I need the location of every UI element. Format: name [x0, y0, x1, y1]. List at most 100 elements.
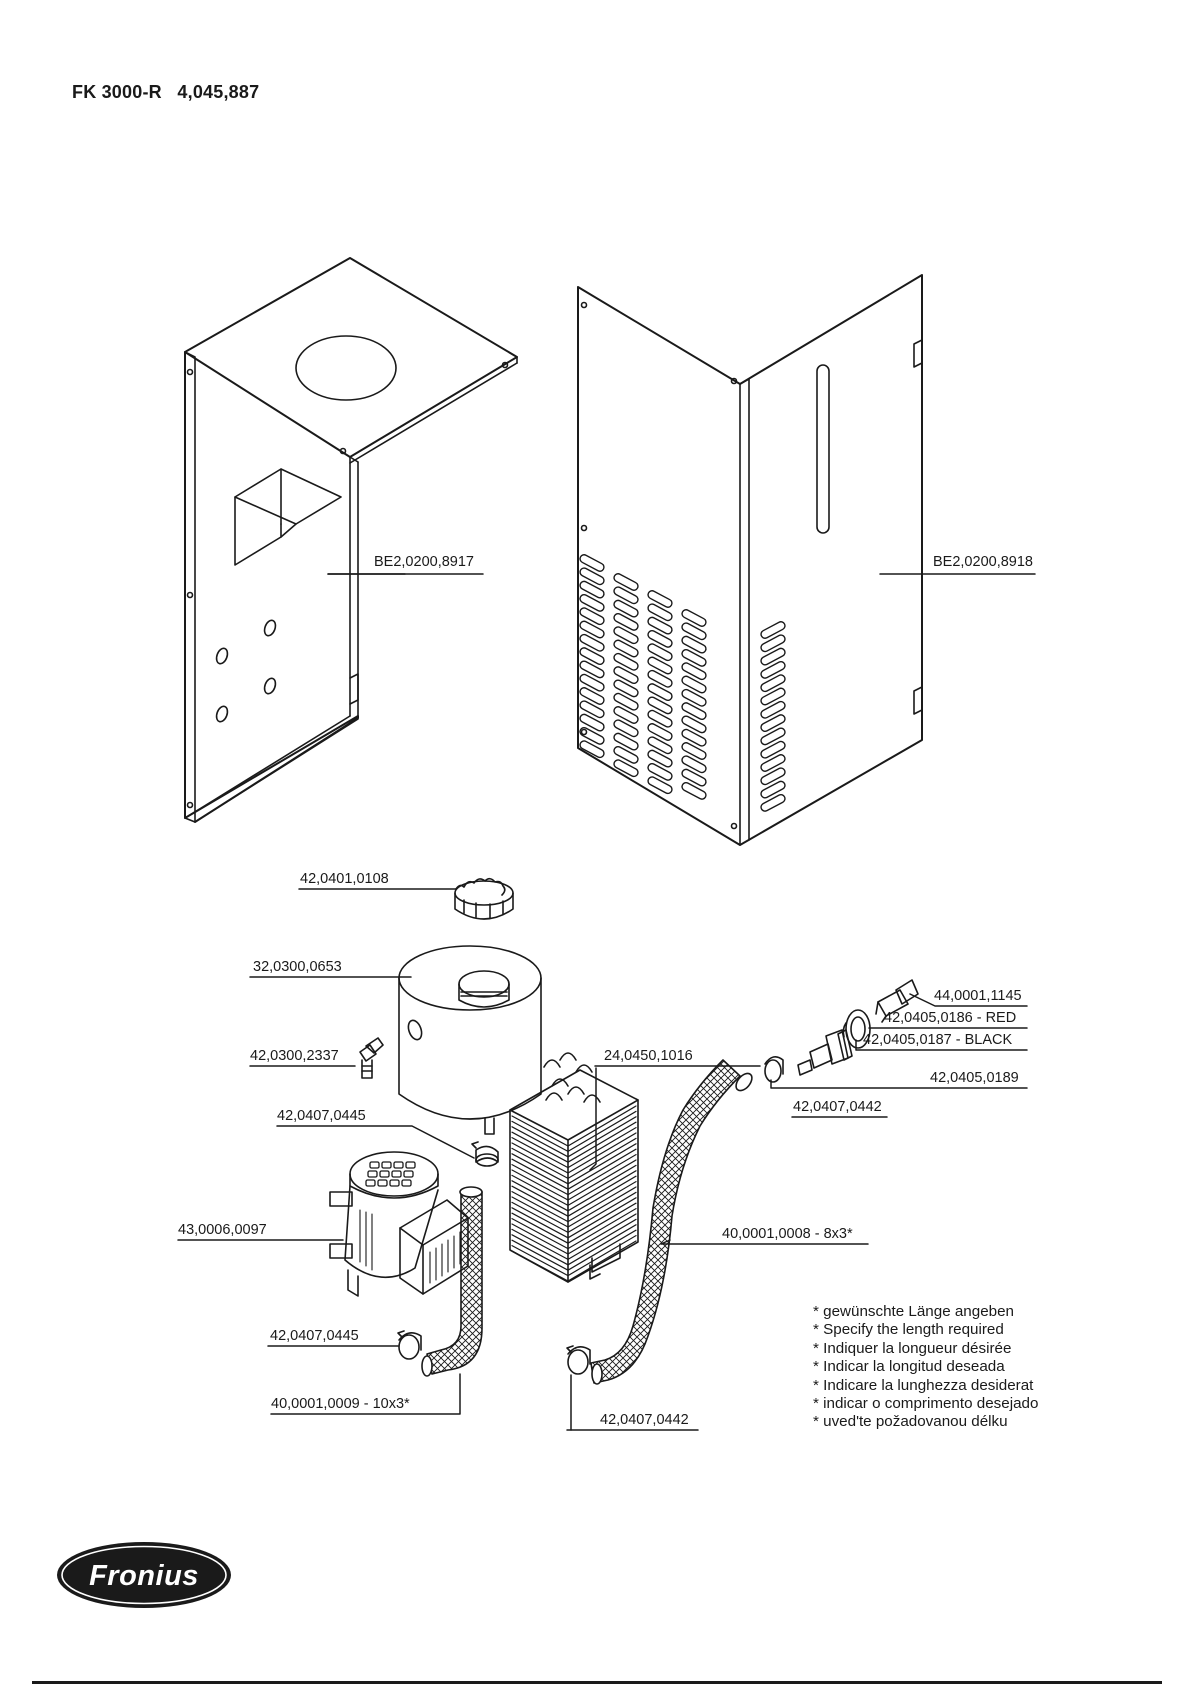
- label-housing-right: BE2,0200,8918: [933, 554, 1033, 570]
- vent-slot: [579, 567, 605, 586]
- vent-slot: [613, 706, 639, 724]
- vent-slot: [579, 660, 605, 679]
- vent-slot: [647, 669, 673, 688]
- hose-clamp-bottom: [566, 1345, 591, 1375]
- vent-slot: [760, 674, 786, 693]
- vent-slot: [579, 673, 605, 692]
- radiator-fin: [511, 1213, 637, 1255]
- radiator-fin: [511, 1126, 637, 1169]
- vent-slot: [647, 603, 673, 622]
- vent-slot: [760, 767, 786, 786]
- radiator-fin: [511, 1218, 637, 1261]
- logo-wordmark: Fronius: [89, 1560, 199, 1592]
- radiator-fin: [511, 1191, 637, 1234]
- vent-slot: [681, 609, 707, 627]
- threaded-nipple: [875, 979, 919, 1023]
- hose-clamp-right: [764, 1056, 784, 1083]
- radiator-fin: [511, 1143, 637, 1185]
- coolant-tank: [398, 945, 542, 1135]
- vent-slot: [613, 666, 639, 685]
- vent-slot: [760, 660, 786, 679]
- vent-slot: [760, 687, 786, 706]
- label-hose-left: 40,0001,0009 - 10x3*: [271, 1396, 410, 1412]
- label-hose-right: 40,0001,0008 - 8x3*: [722, 1226, 853, 1242]
- hose-left: [421, 1186, 483, 1377]
- label-clamp-tank: 42,0407,0445: [277, 1108, 366, 1124]
- vent-slot: [647, 723, 673, 741]
- radiator-fin: [511, 1137, 637, 1180]
- footnote-line: * uved'te požadovanou délku: [813, 1413, 1008, 1431]
- grille-hole: [367, 1170, 378, 1178]
- label-pump: 43,0006,0097: [178, 1222, 267, 1238]
- grille-hole: [401, 1179, 412, 1187]
- vent-slot: [613, 573, 639, 591]
- vent-slot: [647, 616, 673, 635]
- vent-slot: [760, 634, 786, 653]
- vent-slot: [579, 700, 605, 719]
- vent-slot: [613, 599, 639, 618]
- grille-hole: [391, 1170, 402, 1178]
- vent-slot: [579, 726, 605, 745]
- grille-hole: [405, 1161, 416, 1169]
- radiator-fin: [511, 1105, 637, 1147]
- vent-slot: [647, 683, 673, 702]
- label-clamp-right: 42,0407,0442: [793, 1099, 882, 1115]
- label-filler-cap: 42,0401,0108: [300, 871, 389, 887]
- label-clamp-bottom: 42,0407,0442: [600, 1412, 689, 1428]
- vent-slot: [681, 635, 707, 654]
- grille-hole: [379, 1170, 390, 1178]
- vent-slot: [681, 715, 707, 734]
- vent-slot: [613, 759, 639, 778]
- vent-slot: [579, 554, 605, 572]
- label-tank: 32,0300,0653: [253, 959, 342, 975]
- grille-hole: [393, 1161, 404, 1169]
- radiator-fin: [511, 1180, 637, 1223]
- fronius-logo: Fronius: [57, 1542, 231, 1608]
- vent-slot: [760, 714, 786, 733]
- vent-slot: [760, 780, 786, 799]
- radiator-fin: [511, 1224, 637, 1266]
- vent-slot: [579, 607, 605, 626]
- vent-slot: [647, 709, 673, 728]
- vent-slot: [681, 648, 707, 667]
- vent-slot: [760, 727, 786, 746]
- grille-hole: [377, 1179, 388, 1187]
- label-housing-left: BE2,0200,8917: [374, 554, 474, 570]
- vent-slot: [760, 793, 786, 812]
- radiator-fin: [511, 1116, 637, 1158]
- radiator-fin: [511, 1170, 637, 1212]
- radiator-fin: [511, 1121, 637, 1163]
- vent-slot: [681, 755, 707, 774]
- footnote-line: * Indicar la longitud deseada: [813, 1358, 1005, 1376]
- pump-motor: [329, 1151, 469, 1297]
- radiator-fin: [511, 1197, 637, 1239]
- radiator-fin: [511, 1202, 637, 1244]
- vent-slot: [613, 639, 639, 658]
- vent-slot: [681, 662, 707, 681]
- label-coupling-black: 42,0405,0187 - BLACK: [863, 1032, 1012, 1048]
- vent-slot: [579, 647, 605, 666]
- vent-slot: [613, 652, 639, 671]
- hose-clamp-tank: [471, 1141, 499, 1167]
- label-elbow-fitting: 42,0300,2337: [250, 1048, 339, 1064]
- right-housing-panel: [577, 274, 923, 846]
- grille-hole: [403, 1170, 414, 1178]
- label-coupling-red: 42,0405,0186 - RED: [884, 1010, 1016, 1026]
- radiator-fin: [511, 1164, 637, 1207]
- vent-slot: [613, 586, 639, 605]
- vent-slot: [613, 692, 639, 711]
- vent-slot: [681, 728, 707, 747]
- label-nipple: 44,0001,1145: [934, 988, 1022, 1004]
- footnote-line: * gewünschte Länge angeben: [813, 1303, 1014, 1320]
- vent-slot: [579, 687, 605, 705]
- vent-slot: [647, 762, 673, 781]
- vent-slot: [579, 633, 605, 652]
- vent-slot: [647, 736, 673, 755]
- vent-slot: [681, 688, 707, 707]
- radiator-fin: [511, 1186, 637, 1228]
- vent-slot: [647, 629, 673, 648]
- left-housing-panel: [184, 257, 518, 823]
- length-footnote: * gewünschte Länge angeben * Specify the…: [813, 1303, 1038, 1432]
- vent-slot: [613, 626, 639, 645]
